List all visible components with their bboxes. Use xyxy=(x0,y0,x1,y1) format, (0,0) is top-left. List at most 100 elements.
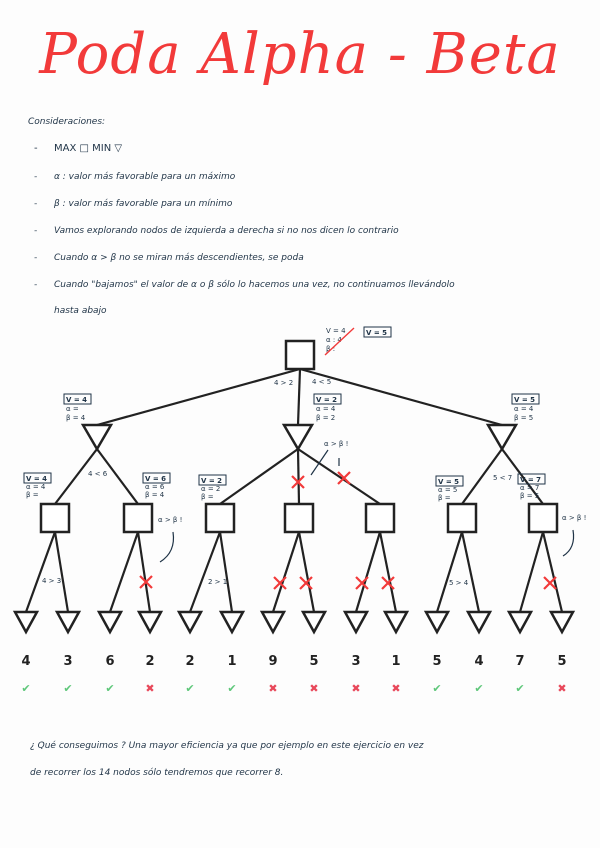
edge-max-leaf xyxy=(354,531,382,613)
min-node-1 xyxy=(281,423,315,452)
edge-max-leaf xyxy=(24,531,57,613)
edge-max-leaf xyxy=(136,531,152,613)
min-alpha-2: α = 4 xyxy=(514,405,534,413)
leaf-value: 4 xyxy=(474,654,484,669)
leaf-node-11 xyxy=(465,610,493,635)
min-alpha-0: α = xyxy=(66,405,79,413)
alpha-beta-tree: V = 4α : 4β :V = 54 > 24 < 54 < 65 < 74 … xyxy=(12,326,586,635)
cross-icon: ✖ xyxy=(557,682,567,695)
prune-mark xyxy=(543,576,557,590)
leaf-value: 2 xyxy=(185,654,195,669)
edge-max-leaf xyxy=(297,531,316,613)
check-icon: ✔ xyxy=(21,682,31,695)
max-value-0: V = 4 xyxy=(26,475,47,483)
edge-min-max xyxy=(219,448,299,505)
edge-max-leaf xyxy=(378,531,398,613)
prune-mark xyxy=(299,576,313,590)
min-value-1-box xyxy=(313,393,342,405)
leaf-value: 1 xyxy=(227,654,237,669)
edge-max-leaf xyxy=(460,531,481,613)
leaf-value: 5 xyxy=(557,654,567,669)
max-value-2-box xyxy=(198,474,227,486)
cross-icon: ✖ xyxy=(351,682,361,695)
root-max-node xyxy=(284,339,316,371)
max-value-5-box xyxy=(435,475,464,487)
edge-min-max xyxy=(296,448,301,505)
max-node-3 xyxy=(283,502,315,534)
max-beta-6: β = 5 xyxy=(520,492,539,500)
root-value: V = 5 xyxy=(366,329,387,337)
page-title: Poda Alpha - Beta xyxy=(39,22,561,87)
max-alpha-0: α = 4 xyxy=(26,483,46,491)
max-node-2 xyxy=(204,502,236,534)
cross-icon: ✖ xyxy=(391,682,401,695)
min-value-2: V = 5 xyxy=(514,396,535,404)
prune-mark xyxy=(381,576,395,590)
edge-min-max xyxy=(297,448,381,505)
leaf-node-2 xyxy=(96,610,124,635)
leaf-node-9 xyxy=(382,610,410,635)
prune-mark xyxy=(355,576,369,590)
max-beta-2: β = xyxy=(201,493,214,501)
prune-mark xyxy=(337,471,351,485)
edge-min-max xyxy=(96,448,139,505)
leaf-value: 5 xyxy=(309,654,319,669)
edge-label: 2 > 1 xyxy=(208,578,227,586)
bullet-alpha: -α : valor más favorable para un máximo xyxy=(34,172,236,182)
prune-arrow xyxy=(562,529,575,557)
edge-max-leaf xyxy=(108,531,140,613)
min-value-0-box xyxy=(63,393,92,405)
check-icon: ✔ xyxy=(432,682,442,695)
cross-icon: ✖ xyxy=(309,682,319,695)
max-beta-1: β = 4 xyxy=(145,491,165,499)
edge-max-leaf xyxy=(435,531,464,613)
bullet-max-min: -MAX □ MIN ▽ xyxy=(34,143,123,154)
root-value-box xyxy=(363,326,392,338)
max-alpha-6: α = 7 xyxy=(520,484,539,492)
leaf-node-4 xyxy=(176,610,204,635)
min-node-0 xyxy=(80,423,114,452)
min-beta-0: β = 4 xyxy=(66,414,86,422)
max-value-5: V = 5 xyxy=(438,478,459,486)
max-value-2: V = 2 xyxy=(201,477,222,485)
leaf-value: 7 xyxy=(515,654,525,669)
prune-arrow xyxy=(159,531,175,563)
leaf-node-8 xyxy=(342,610,370,635)
leaf-node-5 xyxy=(218,610,246,635)
edge-min-max xyxy=(501,448,544,505)
edge-root-min-1 xyxy=(296,368,302,426)
edge-root-min-2 xyxy=(299,367,503,427)
conclusion-line-2: de recorrer los 14 nodos sólo tendremos … xyxy=(30,768,284,778)
leaf-value: 3 xyxy=(63,654,73,669)
bullet-beta: -β : valor más favorable para un mínimo xyxy=(34,199,233,209)
prune-note: α > β ! xyxy=(562,514,586,522)
max-beta-5: β = xyxy=(438,494,451,502)
check-icon: ✔ xyxy=(63,682,73,695)
prune-note: α > β ! xyxy=(158,516,182,524)
min-value-0: V = 4 xyxy=(66,396,87,404)
leaf-node-0 xyxy=(12,610,40,635)
edge-label: 4 > 2 xyxy=(274,379,293,387)
root-value-struck: V = 4 xyxy=(326,327,346,335)
min-beta-2: β = 5 xyxy=(514,414,533,422)
leaf-value: 4 xyxy=(21,654,31,669)
edge-max-leaf xyxy=(541,531,564,613)
min-beta-1: β = 2 xyxy=(316,414,335,422)
check-icon: ✔ xyxy=(515,682,525,695)
leaf-value: 2 xyxy=(145,654,155,669)
edge-max-leaf xyxy=(218,531,234,613)
leaf-value: 3 xyxy=(351,654,361,669)
bullet-propagation-continued: hasta abajo xyxy=(54,306,107,316)
max-alpha-1: α = 6 xyxy=(145,483,165,491)
max-value-0-box xyxy=(23,472,52,484)
edge-max-leaf xyxy=(518,531,545,613)
bullet-order: -Vamos explorando nodos de izquierda a d… xyxy=(34,226,399,236)
max-alpha-5: α = 5 xyxy=(438,486,457,494)
edge-label: 4 > 3 xyxy=(42,577,61,585)
leaf-node-13 xyxy=(548,610,576,635)
bullet-prune-rule: -Cuando α > β no se miran más descendien… xyxy=(34,253,304,263)
min-node-2 xyxy=(485,423,519,452)
leaf-node-6 xyxy=(259,610,287,635)
edge-min-max xyxy=(461,448,503,505)
edge-label: 4 < 6 xyxy=(88,470,108,478)
